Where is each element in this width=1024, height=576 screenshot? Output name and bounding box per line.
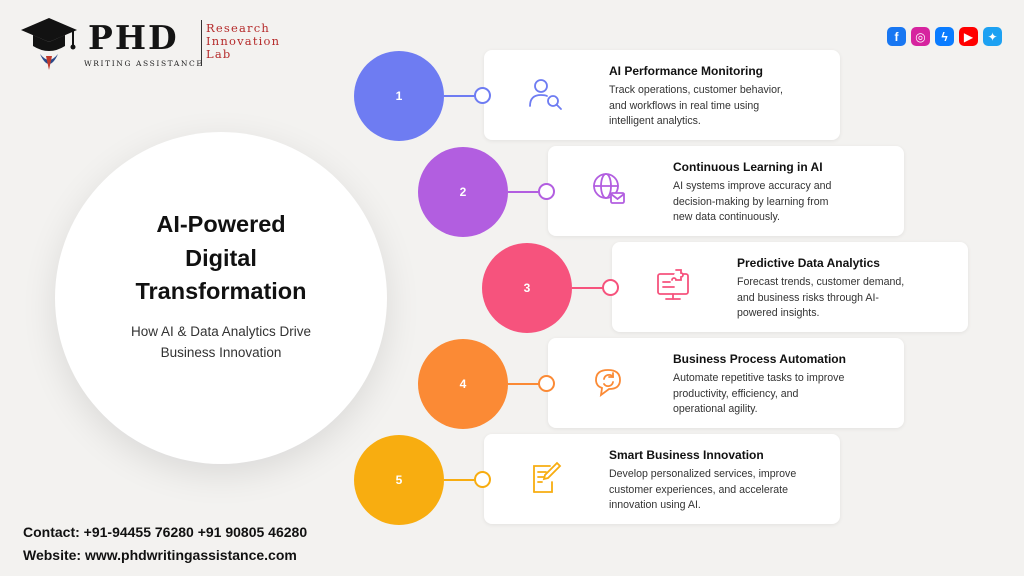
- lab-line: Innovation: [206, 34, 281, 48]
- step-title: AI Performance Monitoring: [609, 64, 764, 78]
- step-description-line: decision-making by learning from: [673, 195, 829, 208]
- monitor-puzzle-icon: [657, 269, 689, 300]
- step-4: 4 Business Process Automation Automate r…: [418, 338, 904, 430]
- step-description: Develop personalized services, improve c…: [609, 467, 829, 514]
- brand-name: PHD: [88, 18, 179, 57]
- graduation-cap-icon: [21, 18, 77, 70]
- document-edit-icon: [533, 461, 562, 493]
- step-description-line: Develop personalized services, improve: [609, 468, 797, 480]
- hero-subtitle-line: How AI & Data Analytics Drive: [130, 324, 312, 339]
- step-description: Forecast trends, customer demand, and bu…: [737, 275, 957, 322]
- hero-title-line: Digital: [185, 244, 257, 271]
- step-description-line: AI systems improve accuracy and: [673, 180, 832, 192]
- step-connector: [444, 95, 476, 97]
- instagram-icon[interactable]: ◎: [911, 27, 930, 46]
- step-description: Automate repetitive tasks to improve pro…: [673, 371, 893, 418]
- contact-info: Contact: +91-94455 76280 +91 90805 46280…: [23, 521, 307, 567]
- step-title: Business Process Automation: [673, 352, 846, 366]
- step-description-line: powered insights.: [737, 307, 820, 319]
- step-number-bubble: 1: [354, 51, 444, 141]
- contact-phone: Contact: +91-94455 76280 +91 90805 46280: [23, 524, 308, 540]
- step-description: AI systems improve accuracy and decision…: [673, 179, 893, 226]
- step-description-line: and business risks through AI-: [737, 291, 879, 304]
- step-description-line: productivity, efficiency, and: [673, 387, 799, 400]
- hero-title: AI-Powered Digital Transformation: [105, 208, 337, 309]
- step-number-bubble: 4: [418, 339, 508, 429]
- connector-ring: [538, 375, 555, 392]
- hero-subtitle-line: Business Innovation: [160, 345, 282, 360]
- brand-tagline: WRITING ASSISTANCE: [84, 59, 204, 68]
- step-connector: [444, 479, 476, 481]
- step-number-bubble: 5: [354, 435, 444, 525]
- step-description-line: customer experiences, and accelerate: [609, 483, 789, 496]
- connector-ring: [602, 279, 619, 296]
- messenger-icon[interactable]: ϟ: [935, 27, 954, 46]
- step-description-line: innovation using AI.: [609, 499, 701, 511]
- step-connector: [508, 383, 540, 385]
- hero-circle: [55, 132, 387, 464]
- connector-ring: [474, 87, 491, 104]
- step-card: [548, 338, 904, 428]
- lab-line: Lab: [206, 47, 232, 61]
- step-description-line: and workflows in real time using: [609, 99, 760, 112]
- step-5: 5 Smart Business Innovation Develop pers…: [354, 434, 840, 526]
- step-title: Continuous Learning in AI: [673, 160, 823, 174]
- step-description-line: Automate repetitive tasks to improve: [673, 372, 845, 384]
- step-description-line: operational agility.: [673, 403, 758, 415]
- logo-divider: [201, 20, 202, 66]
- youtube-icon[interactable]: ▶: [959, 27, 978, 46]
- step-description-line: intelligent analytics.: [609, 115, 701, 127]
- step-connector: [508, 191, 540, 193]
- facebook-icon[interactable]: f: [887, 27, 906, 46]
- step-title: Smart Business Innovation: [609, 448, 764, 462]
- contact-website[interactable]: Website: www.phdwritingassistance.com: [23, 547, 297, 563]
- step-number-bubble: 2: [418, 147, 508, 237]
- step-number-bubble: 3: [482, 243, 572, 333]
- step-3: 3 Predictive Data Analytics Forecast tre…: [482, 242, 968, 334]
- step-2: 2 Continuous Learning in AI AI systems i…: [418, 146, 904, 238]
- chat-refresh-icon: [595, 369, 621, 398]
- step-connector: [572, 287, 604, 289]
- hero-subtitle: How AI & Data Analytics Drive Business I…: [105, 321, 337, 363]
- step-card: [548, 146, 904, 236]
- hero-title-line: Transformation: [135, 278, 307, 304]
- globe-mail-icon: [593, 173, 625, 204]
- hero-title-line: AI-Powered: [156, 211, 286, 237]
- connector-ring: [474, 471, 491, 488]
- social-links: f ◎ ϟ ▶ ✦: [887, 27, 1002, 46]
- step-description-line: Track operations, customer behavior,: [609, 84, 783, 96]
- twitter-icon[interactable]: ✦: [983, 27, 1002, 46]
- step-description: Track operations, customer behavior, and…: [609, 83, 829, 130]
- lab-line: Research: [206, 21, 270, 35]
- brand-logo: PHD WRITING ASSISTANCE Research Innovati…: [18, 16, 288, 76]
- step-description-line: new data continuously.: [673, 211, 780, 223]
- step-title: Predictive Data Analytics: [737, 256, 880, 270]
- step-1: 1 AI Performance Monitoring Track operat…: [354, 50, 840, 142]
- connector-ring: [538, 183, 555, 200]
- user-search-icon: [529, 79, 562, 110]
- step-description-line: Forecast trends, customer demand,: [737, 276, 905, 288]
- lab-name: Research Innovation Lab: [206, 22, 280, 61]
